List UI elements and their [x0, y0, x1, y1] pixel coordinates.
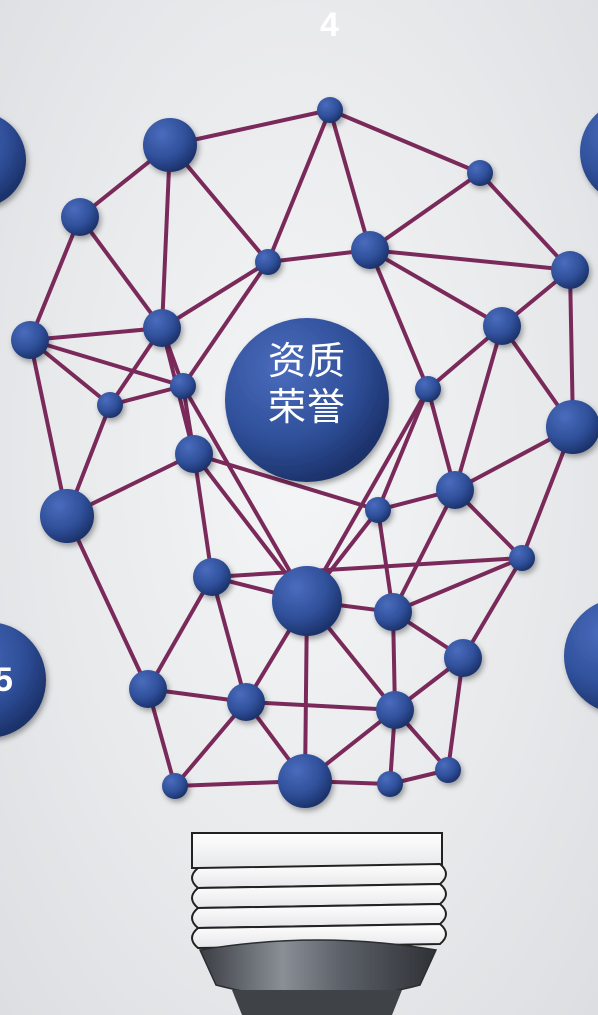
network-edge — [244, 700, 397, 712]
network-edge — [28, 338, 185, 388]
network-edge — [78, 215, 164, 330]
network-edge — [192, 452, 214, 579]
network-node-icon — [546, 400, 598, 454]
bulb-collar — [191, 832, 443, 869]
network-node-icon — [317, 97, 343, 123]
network-node-icon — [162, 773, 188, 799]
network-edge — [461, 556, 524, 660]
network-edge — [28, 326, 164, 342]
network-node-icon — [374, 593, 412, 631]
network-node-icon — [129, 670, 167, 708]
network-node-icon — [509, 545, 535, 571]
network-node-icon — [193, 558, 231, 596]
hub-circle — [225, 318, 389, 482]
network-node-icon — [351, 231, 389, 269]
bulb-thread — [191, 922, 447, 950]
network-node-icon — [40, 489, 94, 543]
network-node-icon — [376, 691, 414, 729]
network-edge — [266, 108, 332, 264]
network-node-icon — [175, 435, 213, 473]
bulb-cap — [198, 939, 438, 1000]
outer-number-left: 5 — [0, 661, 13, 699]
network-node-icon — [377, 771, 403, 797]
network-edge — [376, 387, 430, 512]
network-edge — [328, 108, 482, 175]
network-node-icon — [143, 309, 181, 347]
network-edge — [328, 108, 372, 252]
network-node-icon — [11, 321, 49, 359]
network-edge — [160, 260, 270, 330]
network-nodes — [11, 97, 598, 808]
network-node-icon — [97, 392, 123, 418]
network-node-icon — [365, 497, 391, 523]
network-edge — [210, 556, 524, 579]
network-edge — [181, 384, 309, 603]
hub-label-line2: 荣誉 — [267, 385, 346, 429]
network-node-icon — [467, 160, 493, 186]
network-edge — [453, 324, 504, 492]
hub-label: 资质 荣誉 — [222, 338, 392, 430]
network-edge — [160, 143, 172, 330]
network-edge — [65, 514, 150, 691]
bulb-base — [191, 832, 447, 1015]
network-node-icon — [61, 198, 99, 236]
hub-label-line1: 资质 — [267, 339, 346, 383]
network-edge — [368, 248, 504, 328]
network-edge — [210, 575, 248, 704]
network-edge — [305, 387, 430, 603]
network-edge — [478, 171, 572, 272]
network-edge — [146, 575, 214, 691]
network-edge — [28, 338, 69, 518]
bulb-tip — [232, 990, 402, 1015]
outer-circle-top-left — [0, 117, 26, 203]
network-node-icon — [170, 373, 196, 399]
network-node-icon — [483, 307, 521, 345]
network-node-icon — [143, 118, 197, 172]
network-node-icon — [415, 376, 441, 402]
network-node-icon — [436, 471, 474, 509]
network-edge — [391, 488, 457, 614]
network-edge — [368, 248, 572, 272]
network-edge — [368, 248, 430, 391]
network-node-icon — [551, 251, 589, 289]
outer-number-top: 4 — [320, 6, 339, 44]
network-edges — [28, 108, 575, 788]
bulb-threads — [191, 862, 447, 950]
network-edge — [368, 171, 482, 252]
network-node-icon — [227, 683, 265, 721]
network-node-icon — [435, 757, 461, 783]
outer-circle-top-right — [580, 112, 598, 192]
network-edge — [192, 452, 380, 512]
network-edge — [28, 215, 82, 342]
network-node-icon — [444, 639, 482, 677]
network-node-icon — [255, 249, 281, 275]
network-edge — [168, 108, 332, 147]
network-node-icon — [272, 566, 342, 636]
network-edge — [181, 260, 270, 388]
outer-circle-bottom-right — [564, 603, 598, 709]
outer-circle-bottom-left — [0, 623, 46, 737]
network-node-icon — [278, 754, 332, 808]
network-edge — [391, 556, 524, 614]
